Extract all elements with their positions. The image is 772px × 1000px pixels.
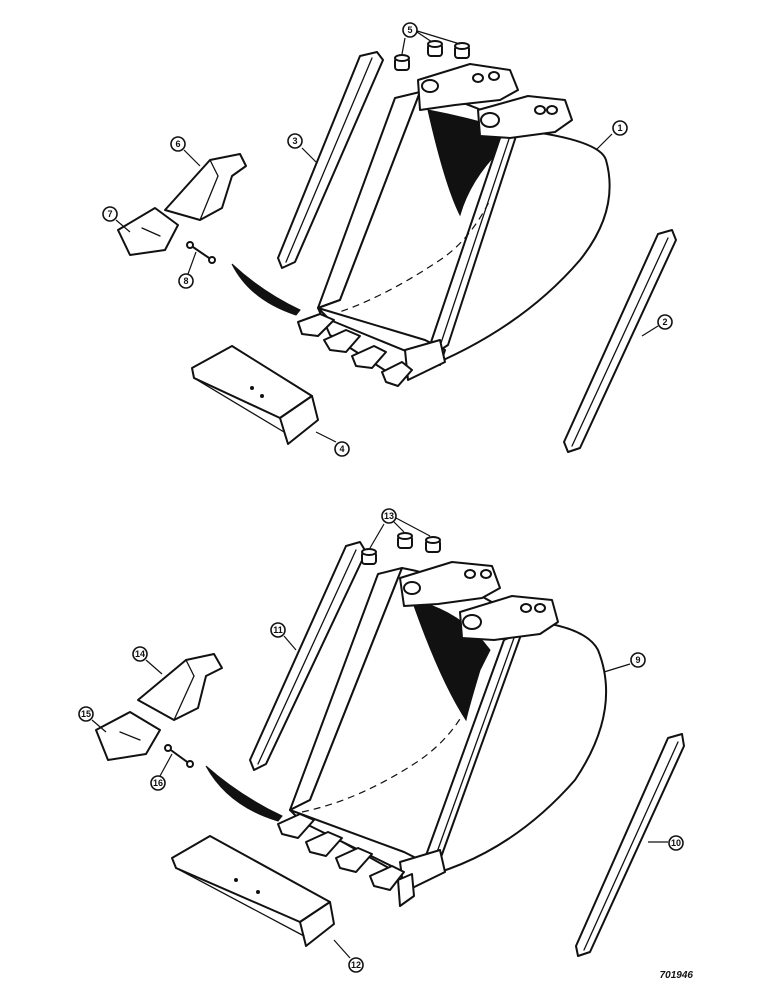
side-cutter-left-bottom	[249, 541, 367, 771]
bushing-2-top	[427, 40, 443, 57]
drawing-number: 701946	[660, 970, 694, 981]
wear-strip-bottom	[171, 835, 335, 947]
top-bucket-assembly	[117, 40, 677, 453]
callout-11: 11	[270, 622, 286, 638]
mounting-lug-left-bottom	[399, 561, 501, 607]
svg-text:1: 1	[617, 123, 622, 133]
tooth-adapter-bottom	[95, 711, 161, 761]
callout-13: 13	[381, 508, 397, 524]
svg-text:15: 15	[81, 709, 91, 719]
callout-2: 2	[657, 314, 673, 330]
wear-strip-top	[191, 345, 319, 445]
svg-text:6: 6	[175, 139, 180, 149]
svg-text:2: 2	[662, 317, 667, 327]
callout-6: 6	[170, 136, 186, 152]
bucket-teeth-top	[297, 313, 413, 387]
svg-text:13: 13	[384, 511, 394, 521]
tooth-point-bottom	[137, 653, 223, 721]
bushing-2-bottom	[397, 532, 413, 549]
callout-16: 16	[150, 775, 166, 791]
callouts: 1 2 3 4 5 6	[78, 22, 684, 973]
svg-text:5: 5	[407, 25, 412, 35]
bushing-3-bottom	[425, 536, 441, 553]
pin-bolt-bottom	[164, 744, 194, 768]
mounting-lug-left-top	[417, 63, 519, 111]
pin-bolt-top	[186, 241, 216, 264]
tooth-point-top	[164, 153, 247, 221]
svg-text:9: 9	[635, 655, 640, 665]
svg-text:14: 14	[135, 649, 145, 659]
callout-8: 8	[178, 273, 194, 289]
bushing-1-bottom	[361, 548, 377, 565]
bucket-body-top	[317, 91, 611, 381]
callout-10: 10	[668, 835, 684, 851]
callout-3: 3	[287, 133, 303, 149]
svg-text:16: 16	[153, 778, 163, 788]
side-cutter-right-top	[563, 229, 677, 453]
svg-text:11: 11	[273, 625, 283, 635]
tooth-curved-indicator-top	[231, 263, 301, 316]
side-cutter-left-top	[277, 51, 384, 269]
svg-text:7: 7	[107, 209, 112, 219]
callout-1: 1	[612, 120, 628, 136]
svg-text:12: 12	[351, 960, 361, 970]
tooth-adapter-top	[117, 207, 179, 256]
callout-7: 7	[102, 206, 118, 222]
bucket-teeth-bottom	[277, 813, 415, 907]
callout-9: 9	[630, 652, 646, 668]
bushings-top	[394, 40, 470, 71]
svg-text:3: 3	[292, 136, 297, 146]
callout-15: 15	[78, 706, 94, 722]
callout-5: 5	[402, 22, 418, 38]
tooth-curved-indicator-bottom	[205, 765, 283, 822]
callout-4: 4	[334, 441, 350, 457]
svg-text:4: 4	[339, 444, 344, 454]
svg-text:10: 10	[671, 838, 681, 848]
callout-12: 12	[348, 957, 364, 973]
callout-14: 14	[132, 646, 148, 662]
mounting-lug-right-bottom	[459, 595, 559, 641]
bottom-bucket-assembly	[95, 532, 685, 957]
bushings-bottom	[361, 532, 441, 565]
mounting-lug-right-top	[477, 95, 573, 139]
bushing-1-top	[394, 54, 410, 71]
svg-text:8: 8	[183, 276, 188, 286]
bushing-3-top	[454, 42, 470, 59]
side-cutter-right-bottom	[575, 733, 685, 957]
